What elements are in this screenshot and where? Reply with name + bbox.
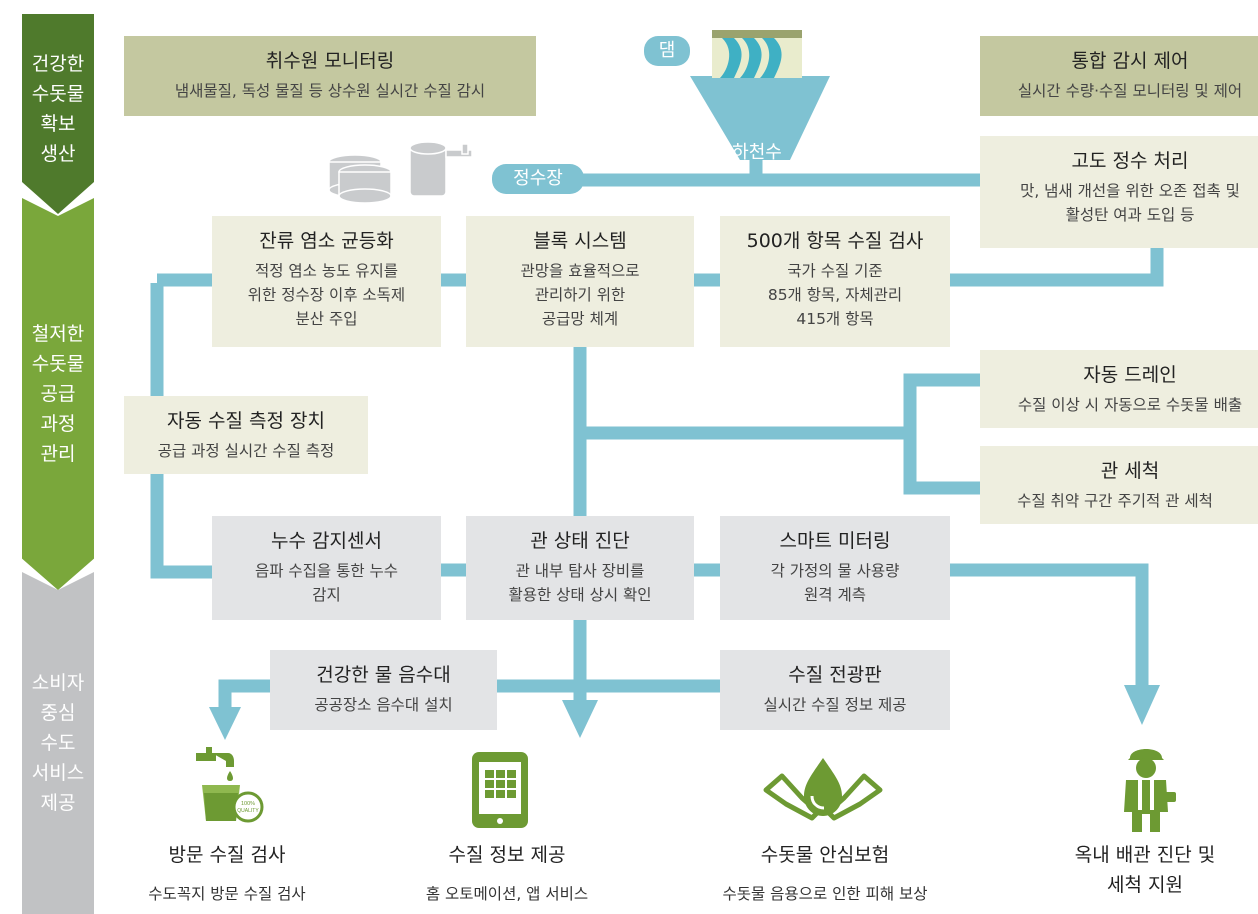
- box-advanced-treatment: 고도 정수 처리 맛, 냄새 개선을 위한 오존 접촉 및 활성탄 여과 도입 …: [980, 136, 1258, 248]
- plant-label: 정수장: [492, 164, 584, 194]
- box-chlorine: 잔류 염소 균등화 적정 염소 농도 유지를 위한 정수장 이후 소독제 분산 …: [212, 216, 441, 347]
- box-sub: 적정 염소 농도 유지를 위한 정수장 이후 소독제 분산 주입: [247, 262, 406, 328]
- pipe-branch-down: [903, 433, 982, 495]
- hands-water-drop-icon: [763, 758, 883, 821]
- arrow-head-center: [562, 700, 598, 738]
- box-smart-metering: 스마트 미터링 각 가정의 물 사용량 원격 계측: [720, 516, 950, 620]
- pipe-left-down: [150, 470, 212, 579]
- stage-label-production: 건강한 수돗물 확보 생산: [22, 14, 94, 214]
- box-title: 관 세척: [1100, 460, 1160, 482]
- box-sub: 실시간 수량·수질 모니터링 및 제어: [1017, 82, 1243, 100]
- box-title: 누수 감지센서: [271, 530, 382, 552]
- box-inspection-500: 500개 항목 수질 검사 국가 수질 기준 85개 항목, 자체관리 415개…: [720, 216, 950, 347]
- box-title: 잔류 염소 균등화: [259, 230, 394, 252]
- service-title: 옥내 배관 진단 및 세척 지원: [1074, 844, 1216, 896]
- box-auto-drain: 자동 드레인 수질 이상 시 자동으로 수돗물 배출: [980, 350, 1258, 428]
- box-sub: 음파 수집을 통한 누수 감지: [254, 562, 399, 604]
- quality-badge-text: 100%: [241, 801, 255, 807]
- box-fountain: 건강한 물 음수대 공공장소 음수대 설치: [270, 650, 497, 730]
- box-sub: 수질 취약 구간 주기적 관 세척: [1017, 492, 1213, 510]
- box-sub: 공공장소 음수대 설치: [314, 696, 453, 714]
- pipe-left-arrow: [218, 679, 270, 712]
- box-title: 블록 시스템: [533, 230, 627, 252]
- box-sub: 공급 과정 실시간 수질 측정: [157, 442, 335, 460]
- box-title: 통합 감시 제어: [1071, 50, 1189, 72]
- service-insurance: 수돗물 안심보험 수돗물 음용으로 인한 피해 보상: [680, 840, 970, 904]
- box-title: 자동 수질 측정 장치: [167, 410, 325, 432]
- arrow-head-left: [209, 707, 241, 740]
- service-title: 방문 수질 검사: [168, 844, 286, 866]
- quality-badge-text: QUALITY: [237, 808, 259, 814]
- stage-label-text: 건강한 수돗물 확보 생산: [31, 53, 85, 165]
- box-source-monitoring: 취수원 모니터링 냄새물질, 독성 물질 등 상수원 실시간 수질 감시: [124, 36, 536, 116]
- service-title: 수질 정보 제공: [448, 844, 566, 866]
- smartphone-app-icon: [472, 752, 528, 828]
- plumber-worker-icon: [1124, 749, 1176, 832]
- box-sub: 맛, 냄새 개선을 위한 오존 접촉 및 활성탄 여과 도입 등: [1020, 182, 1240, 224]
- box-sub: 국가 수질 기준 85개 항목, 자체관리 415개 항목: [767, 262, 903, 328]
- arrow-head-right: [1124, 685, 1160, 725]
- pipe-branch-up: [903, 373, 982, 433]
- stage-label-text: 소비자 중심 수도 서비스 제공: [31, 672, 85, 814]
- box-auto-measure: 자동 수질 측정 장치 공급 과정 실시간 수질 측정: [124, 396, 368, 474]
- service-visit-inspection: 방문 수질 검사 수도꼭지 방문 수질 검사: [112, 840, 342, 904]
- box-pipe-cleaning: 관 세척 수질 취약 구간 주기적 관 세척: [980, 446, 1258, 524]
- box-pipe-diagnosis: 관 상태 진단 관 내부 탐사 장비를 활용한 상태 상시 확인: [466, 516, 694, 620]
- box-title: 건강한 물 음수대: [316, 664, 451, 686]
- stage-label-service: 소비자 중심 수도 서비스 제공: [22, 572, 94, 914]
- box-sub: 실시간 수질 정보 제공: [763, 696, 907, 714]
- stage-label-supply: 철저한 수돗물 공급 과정 관리: [22, 198, 94, 590]
- box-title: 고도 정수 처리: [1071, 150, 1189, 172]
- stage-label-text: 철저한 수돗물 공급 과정 관리: [31, 323, 85, 465]
- box-leak-sensor: 누수 감지센서 음파 수집을 통한 누수 감지: [212, 516, 441, 620]
- box-title: 관 상태 진단: [530, 530, 630, 552]
- service-water-info: 수질 정보 제공 홈 오토메이션, 앱 서비스: [392, 840, 622, 904]
- service-title: 수돗물 안심보험: [760, 844, 890, 866]
- dam-funnel-shape: [690, 76, 830, 160]
- pipe-right-arrow: [950, 563, 1149, 690]
- service-sub: 수도꼭지 방문 수질 검사: [148, 885, 306, 903]
- box-display-board: 수질 전광판 실시간 수질 정보 제공: [720, 650, 950, 730]
- faucet-cup-icon: 100% QUALITY: [196, 747, 264, 823]
- service-indoor-pipe: 옥내 배관 진단 및 세척 지원: [1040, 840, 1250, 900]
- service-sub: 수돗물 음용으로 인한 피해 보상: [722, 885, 928, 903]
- service-sub: 홈 오토메이션, 앱 서비스: [425, 885, 589, 903]
- box-sub: 관 내부 탐사 장비를 활용한 상태 상시 확인: [508, 562, 652, 604]
- box-title: 수질 전광판: [788, 664, 882, 686]
- box-block-system: 블록 시스템 관망을 효율적으로 관리하기 위한 공급망 체계: [466, 216, 694, 347]
- plant-tanks-drawing: [328, 141, 473, 204]
- box-sub: 각 가정의 물 사용량 원격 계측: [770, 562, 900, 604]
- box-title: 자동 드레인: [1083, 364, 1177, 386]
- river-label: 하천수: [732, 142, 782, 163]
- box-sub: 냄새물질, 독성 물질 등 상수원 실시간 수질 감시: [174, 82, 486, 100]
- box-sub: 관망을 효율적으로 관리하기 위한 공급망 체계: [520, 262, 640, 328]
- pipe-advanced-drop: [950, 248, 1164, 287]
- dam-label: 댐: [644, 36, 690, 66]
- box-sub: 수질 이상 시 자동으로 수돗물 배출: [1017, 396, 1243, 414]
- box-title: 취수원 모니터링: [265, 50, 395, 72]
- box-title: 500개 항목 수질 검사: [746, 230, 924, 252]
- box-title: 스마트 미터링: [779, 530, 891, 552]
- box-integrated-control: 통합 감시 제어 실시간 수량·수질 모니터링 및 제어: [980, 36, 1258, 116]
- dam-structure: [712, 30, 802, 78]
